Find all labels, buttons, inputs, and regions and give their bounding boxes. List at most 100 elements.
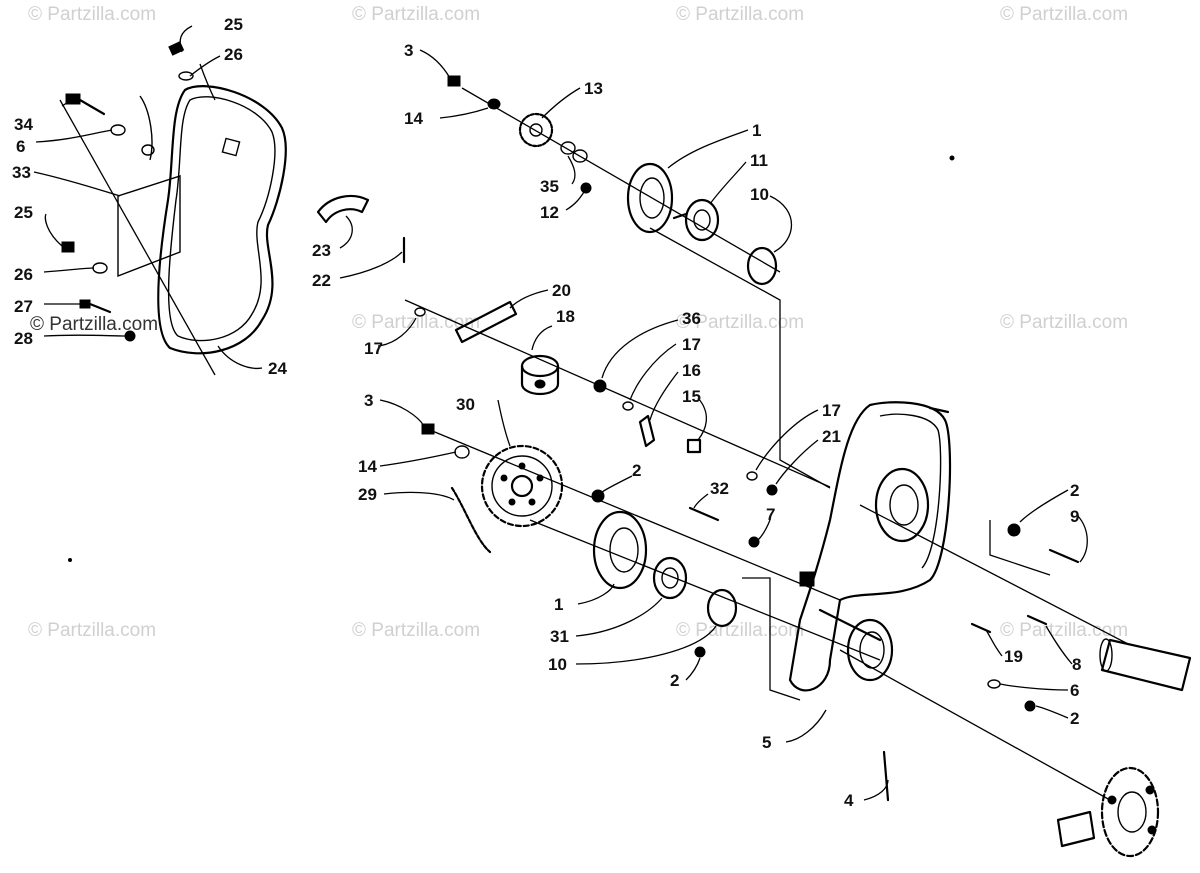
bolt-4 [882, 750, 890, 802]
assembly-axis-lines [59, 87, 1131, 801]
speck [949, 155, 955, 161]
watermark: © Partzilla.com [28, 4, 156, 25]
bolt-9 [1048, 548, 1080, 564]
callout-35: 35 [540, 177, 559, 196]
nut-12 [580, 182, 592, 194]
bearing-11 [672, 198, 720, 242]
callout-32: 32 [710, 479, 729, 498]
callout-17: 17 [682, 335, 701, 354]
drive-shaft [1099, 638, 1192, 692]
watermark: © Partzilla.com [676, 620, 804, 641]
o-ring-10 [746, 246, 778, 286]
callout-21: 21 [822, 427, 841, 446]
watermark: © Partzilla.com [352, 620, 480, 641]
callout-7: 7 [766, 505, 775, 524]
callout-3: 3 [364, 391, 373, 410]
chain-case-cover [157, 85, 287, 355]
callout-36: 36 [682, 309, 701, 328]
adjuster-32 [688, 506, 720, 522]
callout-labels: 25 26 34 6 33 25 26 27 28 24 3 14 13 35 … [12, 15, 1081, 810]
watermark: © Partzilla.com [352, 4, 480, 25]
watermarks: © Partzilla.com © Partzilla.com © Partzi… [28, 4, 1128, 641]
speck [68, 558, 72, 562]
callout-26: 26 [224, 45, 243, 64]
nut-7 [748, 536, 760, 548]
callout-2: 2 [670, 671, 679, 690]
callout-28: 28 [14, 329, 33, 348]
callout-20: 20 [552, 281, 571, 300]
callout-2: 2 [1070, 481, 1079, 500]
callout-23: 23 [312, 241, 331, 260]
callout-14: 14 [358, 457, 377, 476]
bearing-flange-1b [592, 510, 648, 590]
sprocket-13 [518, 112, 554, 148]
nut-2d [1024, 700, 1036, 712]
callout-6: 6 [16, 137, 25, 156]
callout-27: 27 [14, 297, 33, 316]
callout-17: 17 [364, 339, 383, 358]
tensioner-pad-23 [316, 194, 370, 224]
washer-17b [746, 471, 758, 481]
callout-34: 34 [14, 115, 33, 134]
o-ring-10b [706, 588, 738, 628]
callout-8: 8 [1072, 655, 1081, 674]
left-hardware [61, 41, 194, 342]
bolt-8 [1026, 614, 1048, 626]
callout-11: 11 [750, 151, 768, 170]
bearing-flange-1 [626, 162, 674, 234]
callout-3: 3 [404, 41, 413, 60]
callout-2: 2 [1070, 709, 1079, 728]
spacer-35b [572, 149, 588, 163]
chain-29 [450, 486, 492, 554]
chain-case-housing-5 [788, 401, 952, 692]
callout-29: 29 [358, 485, 377, 504]
watermark: © Partzilla.com [676, 4, 804, 25]
callout-22: 22 [312, 271, 331, 290]
nut-36 [593, 379, 607, 393]
washer-14 [487, 98, 501, 110]
nut-2c [1007, 523, 1021, 537]
washer-14b [454, 445, 470, 459]
key-16 [638, 414, 656, 448]
watermark: © Partzilla.com [352, 312, 480, 333]
callout-6: 6 [1070, 681, 1079, 700]
roller-18 [520, 354, 560, 396]
adjuster-bolt-20 [454, 300, 518, 344]
callout-13: 13 [584, 79, 603, 98]
washer-17 [622, 401, 634, 411]
callout-14: 14 [404, 109, 423, 128]
callout-15: 15 [682, 387, 701, 406]
bolt-19 [970, 622, 992, 634]
washer-17 [414, 307, 426, 317]
sprocket-30 [480, 444, 564, 528]
callout-19: 19 [1004, 647, 1023, 666]
leader-lines [33, 25, 1088, 801]
callout-1: 1 [554, 595, 563, 614]
watermark: © Partzilla.com [1000, 620, 1128, 641]
callout-18: 18 [556, 307, 575, 326]
callout-1: 1 [752, 121, 761, 140]
washer-6 [987, 679, 1001, 689]
callout-25: 25 [224, 15, 243, 34]
nut-2 [591, 489, 605, 503]
spacer-35 [560, 141, 576, 155]
spacer-15 [686, 438, 702, 454]
watermark: © Partzilla.com [676, 312, 804, 333]
callout-26: 26 [14, 265, 33, 284]
callout-4: 4 [844, 791, 854, 810]
bearing-31 [652, 556, 688, 600]
watermark: © Partzilla.com [28, 620, 156, 641]
callout-17: 17 [822, 401, 841, 420]
callout-24: 24 [268, 359, 287, 378]
callout-10: 10 [548, 655, 567, 674]
gasket-plate-33 [117, 175, 181, 278]
watermark: © Partzilla.com [1000, 4, 1128, 25]
callout-9: 9 [1070, 507, 1079, 526]
watermark-dark: © Partzilla.com [30, 314, 158, 335]
callout-31: 31 [550, 627, 569, 646]
callout-25: 25 [14, 203, 33, 222]
nut-2b [694, 646, 706, 658]
nut-21 [766, 484, 778, 496]
